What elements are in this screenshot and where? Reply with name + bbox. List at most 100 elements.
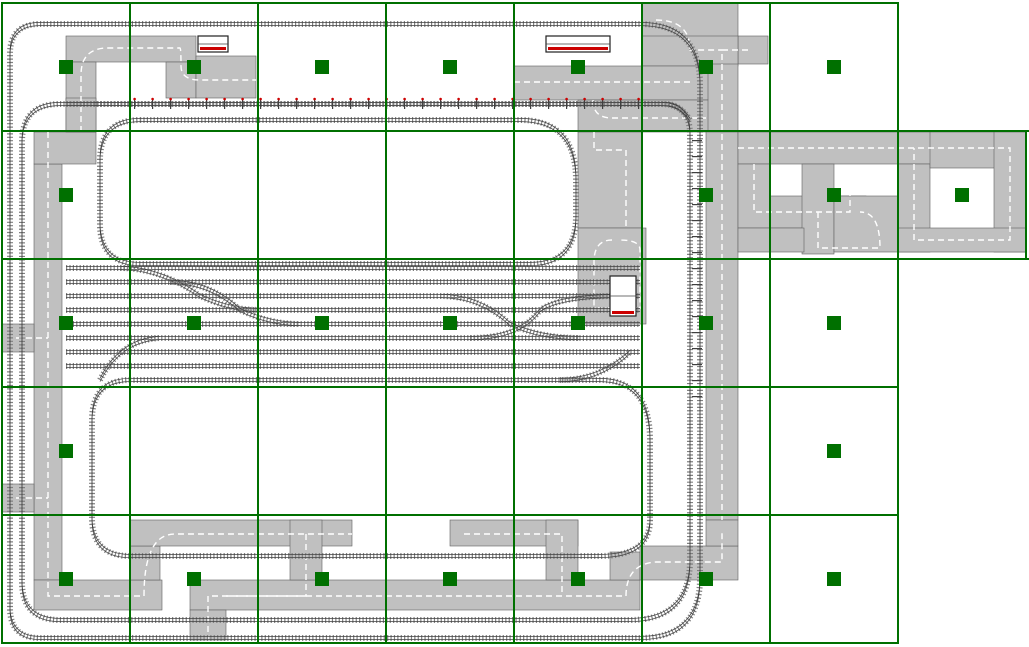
road-centerline [593,132,627,228]
signal-post [152,99,154,109]
module-center-marker [827,60,841,74]
road-centerline [464,533,563,596]
yard-crossover [169,279,301,327]
module-center-marker [699,572,713,586]
signal-icon [475,97,478,101]
signal-icon [133,97,136,101]
signal-post [692,268,702,270]
module-r1-c2 [257,130,387,260]
signal-post [584,99,586,109]
module-r4-c6 [769,514,899,644]
signal-post [206,99,208,109]
module-center-marker [955,188,969,202]
signal-icon [565,97,568,101]
rail [119,266,261,309]
signal-icon [439,97,442,101]
road-plate [33,579,163,611]
signal-icon [277,97,280,101]
signal-post [692,172,702,174]
signal-post [620,99,622,109]
signal-post [188,99,190,109]
top-siding-track [66,101,693,122]
rail [99,121,577,266]
signal-post [692,316,702,318]
signal-post [296,99,298,109]
road-plate [577,131,643,229]
module-center-marker [827,444,841,458]
module-center-marker [571,316,585,330]
module-r1-c3 [385,130,515,260]
road-centerline [80,47,256,132]
module-center-marker [443,572,457,586]
road-plate [33,131,97,165]
signal-post [692,348,702,350]
signal-icon [241,97,244,101]
road-plate [641,2,739,40]
road-centerline [817,211,881,249]
module-center-marker [443,316,457,330]
road-plate [801,163,835,255]
signal-icon [169,97,172,101]
rail [99,118,577,263]
signal-icon [457,97,460,101]
signal-post [422,99,424,109]
signal-icon [223,97,226,101]
rail [469,294,621,337]
road-centerline [738,147,1011,241]
signal-post [692,236,702,238]
signal-icon [367,97,370,101]
yard-crossover [469,293,621,341]
signal-post [692,380,702,382]
signal-post [404,99,406,109]
inner-upper-loop [97,117,579,267]
signal-post [638,99,640,109]
module-center-marker [187,572,201,586]
signal-post [602,99,604,109]
signal-post [692,252,702,254]
signal-post [692,364,702,366]
building-base [200,47,226,50]
module-center-marker [699,316,713,330]
yard-crossover [119,265,261,313]
signal-post [530,99,532,109]
rail [66,105,691,122]
module-center-marker [187,60,201,74]
module-center-marker [59,444,73,458]
rail [439,297,581,340]
signal-post [692,204,702,206]
signal-icon [637,97,640,101]
module-center-marker [699,60,713,74]
signal-post [278,99,280,109]
signal-icon [331,97,334,101]
module-center-marker [315,316,329,330]
module-center-marker [59,60,73,74]
road-centerline [226,530,723,597]
railway-tracks [7,21,703,641]
module-r3-c4 [513,386,643,516]
road-plate [609,551,641,581]
signal-post [512,99,514,109]
yard-crossover [97,335,161,382]
signal-post [350,99,352,109]
second-loop-track [19,101,693,623]
signal-post [692,188,702,190]
road-centerline [721,49,752,520]
signal-post [692,300,702,302]
buildings [197,35,637,317]
rail [169,280,301,323]
road-plate [833,195,899,253]
rail [559,353,631,382]
rail [21,105,691,622]
module-center-marker [827,316,841,330]
module-center-marker [315,572,329,586]
signal-post [170,99,172,109]
signal-post [494,99,496,109]
rail [469,297,621,340]
module-center-marker [443,60,457,74]
signal-post [566,99,568,109]
road-plate [195,55,257,99]
